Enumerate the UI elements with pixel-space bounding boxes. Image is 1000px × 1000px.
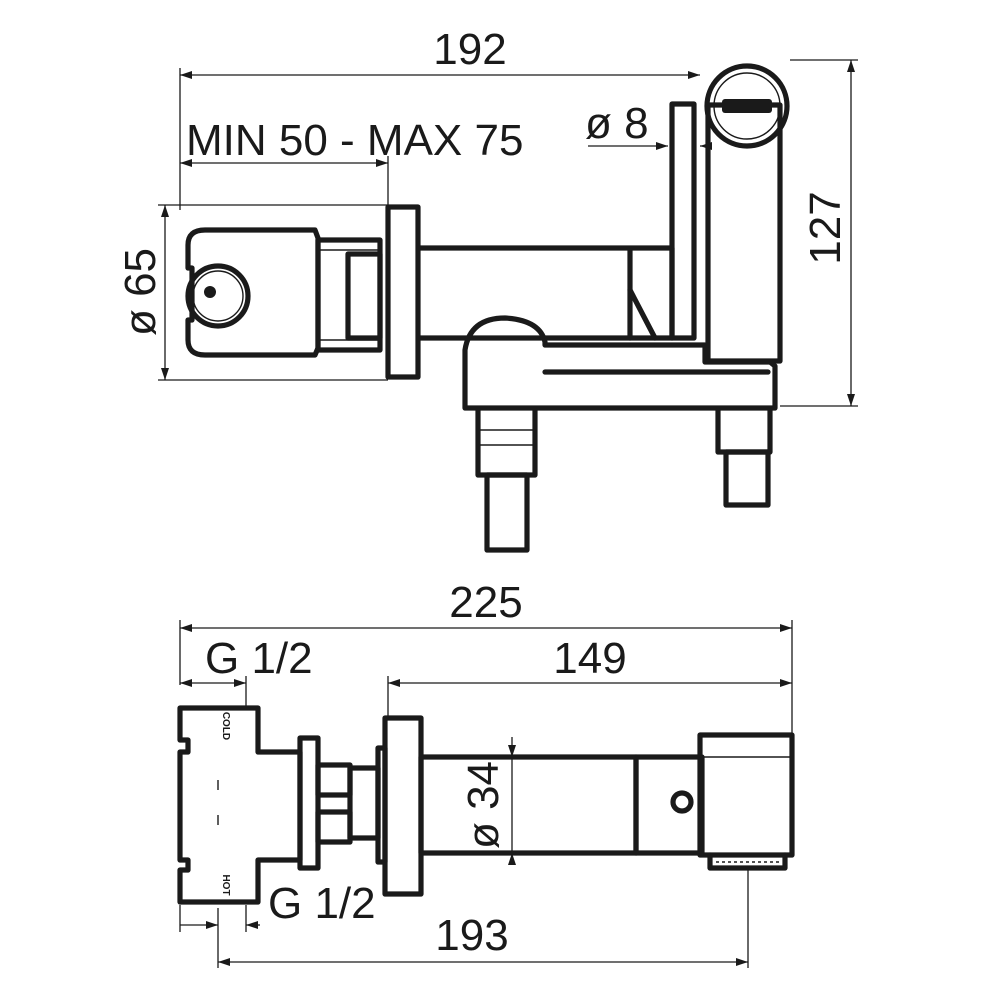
dim-total-length-label: 225	[449, 578, 522, 627]
bottom-view-body	[177, 705, 795, 905]
dim-wall-range-label: MIN 50 - MAX 75	[186, 116, 523, 165]
bottom-view: COLD HOT 225 G 1/2 149 ø 34 G 1/2 193	[177, 578, 795, 968]
dim-spout-offset-label: 193	[435, 911, 508, 960]
bottom-dimension-lines	[179, 620, 793, 968]
label-cold: COLD	[220, 712, 231, 740]
dim-plate-diameter-label: ø 65	[116, 248, 165, 336]
top-view: 192 MIN 50 - MAX 75 ø 8 127 ø 65	[116, 25, 858, 553]
dim-body-diameter-label: ø 34	[459, 761, 508, 849]
top-view-body	[185, 63, 790, 553]
label-hot: HOT	[220, 874, 231, 895]
dim-total-width-label: 192	[433, 25, 506, 74]
dim-body-length-label: 149	[553, 634, 626, 683]
dim-inlet-top-label: G 1/2	[205, 634, 313, 683]
dim-inlet-bottom-label: G 1/2	[268, 879, 376, 928]
dim-hose-diameter-label: ø 8	[585, 99, 649, 148]
dim-height-label: 127	[801, 191, 850, 264]
